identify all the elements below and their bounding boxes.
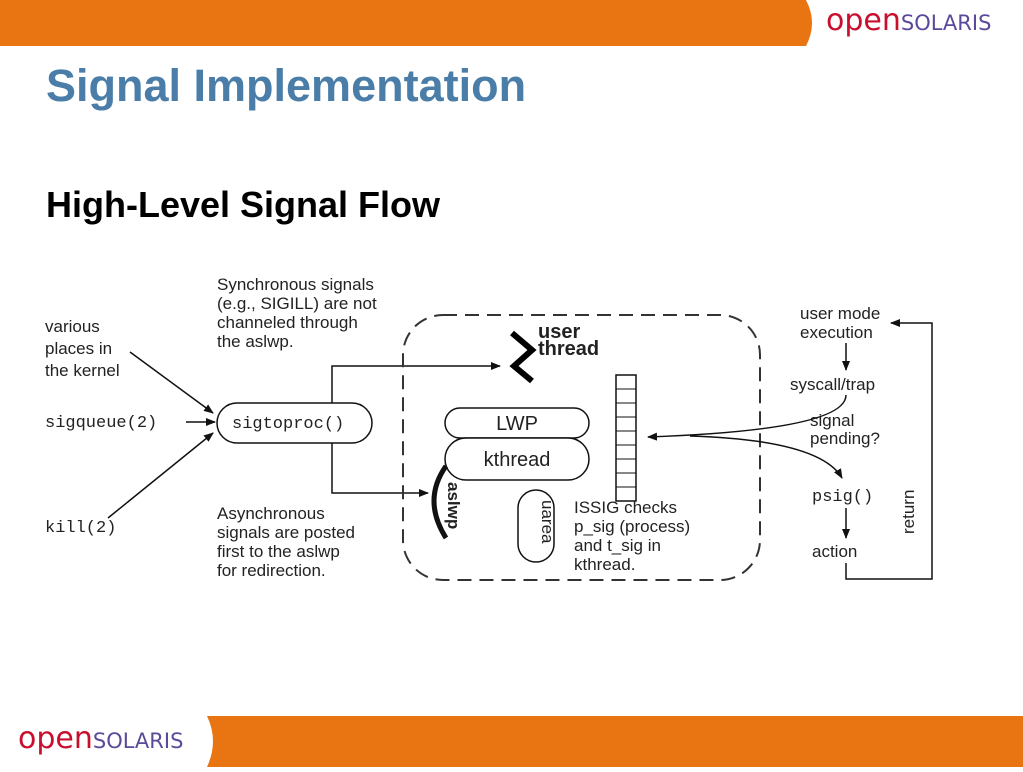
arrow-various-to-sigtoproc — [129, 351, 214, 414]
psig-label: psig() — [812, 488, 873, 507]
logo-solaris-text-bottom: solaris — [92, 721, 184, 756]
issig-note: ISSIG checks p_sig (process) and t_sig i… — [574, 498, 695, 574]
top-banner: opensolaris — [0, 0, 1023, 46]
sync-note: Synchronous signals (e.g., SIGILL) are n… — [217, 275, 381, 351]
process-boundary — [402, 314, 761, 581]
opensolaris-logo-top: opensolaris — [826, 6, 991, 36]
sigtoproc-box — [216, 402, 373, 444]
arrow-to-user-thread — [331, 362, 501, 403]
page-title: Signal Implementation — [46, 60, 527, 111]
top-banner-shape — [0, 0, 812, 46]
bottom-banner: opensolaris — [0, 716, 1023, 767]
kill-label: kill(2) — [45, 519, 116, 538]
uarea-label: uarea — [538, 500, 557, 544]
arrow-check-pending — [647, 394, 847, 441]
lwp-label: LWP — [496, 413, 538, 435]
signal-pending-stack — [615, 374, 637, 502]
kthread-label: kthread — [484, 449, 551, 471]
sigqueue-label: sigqueue(2) — [45, 414, 157, 433]
aslwp-icon — [431, 464, 449, 540]
logo-open-text: open — [826, 3, 901, 38]
arrow-kill-to-sigtoproc — [107, 432, 214, 519]
sigtoproc-label: sigtoproc() — [232, 415, 344, 434]
kthread-box — [444, 437, 590, 481]
action-label: action — [812, 542, 857, 561]
syscall-label: syscall/trap — [790, 375, 875, 394]
user-thread-label: user thread — [538, 321, 599, 360]
opensolaris-logo-bottom: opensolaris — [18, 724, 183, 754]
arrow-to-psig — [689, 435, 843, 479]
arrow-to-aslwp — [331, 443, 429, 497]
async-note: Asynchronous signals are posted first to… — [217, 504, 360, 580]
logo-solaris-text: solaris — [900, 3, 992, 38]
user-thread-icon — [509, 330, 537, 384]
return-loop-arrow — [845, 319, 933, 580]
logo-open-text-bottom: open — [18, 721, 93, 756]
bottom-banner-shape — [207, 716, 1023, 767]
aslwp-label: aslwp — [444, 482, 463, 529]
user-mode-label: user mode execution — [800, 304, 885, 342]
various-label: various places in the kernel — [45, 317, 120, 380]
return-label: return — [899, 490, 918, 534]
page-subtitle: High-Level Signal Flow — [46, 184, 441, 225]
uarea-box — [517, 489, 555, 563]
